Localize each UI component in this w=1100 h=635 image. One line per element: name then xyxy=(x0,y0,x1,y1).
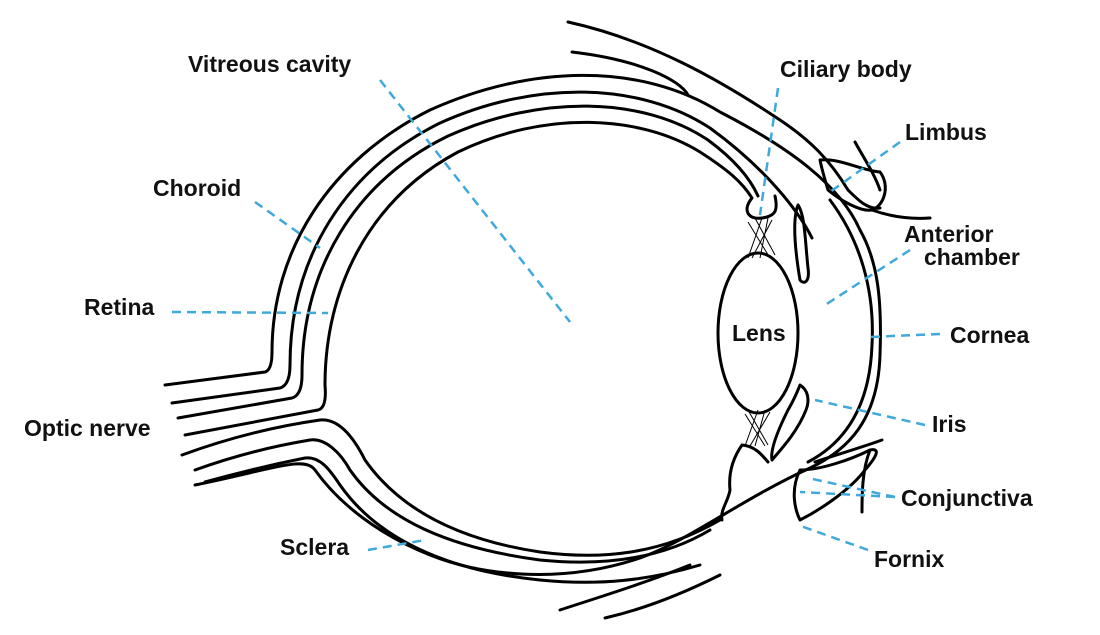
retina-outline xyxy=(183,120,778,437)
ciliary-lower-outline xyxy=(720,443,770,522)
label-ciliary-body: Ciliary body xyxy=(780,56,912,82)
label-sclera: Sclera xyxy=(280,534,350,560)
label-fornix: Fornix xyxy=(874,546,945,572)
leader-iris xyxy=(814,398,926,427)
lower-lid-outer-outline xyxy=(558,563,722,620)
choroid-inner-outline xyxy=(176,104,760,420)
label-cornea: Cornea xyxy=(950,322,1030,348)
leader-conjunctiva-lower xyxy=(799,490,896,499)
label-limbus: Limbus xyxy=(905,119,987,145)
upper-lid-outline xyxy=(566,20,882,210)
leader-sclera xyxy=(367,538,426,552)
leader-retina xyxy=(171,310,329,315)
leader-vitreous-cavity xyxy=(379,79,571,323)
sclera-lower-outline xyxy=(203,456,702,584)
leader-fornix xyxy=(797,523,869,552)
label-retina: Retina xyxy=(84,294,155,320)
label-conjunctiva: Conjunctiva xyxy=(901,485,1033,511)
label-anterior-chamber-line1: Anterior xyxy=(904,221,994,247)
label-optic-nerve: Optic nerve xyxy=(24,415,151,441)
zonule-fibers-lower xyxy=(744,409,771,447)
leader-cornea xyxy=(869,332,941,339)
limbus-tail-outline xyxy=(853,140,932,220)
leader-ciliary-body xyxy=(758,87,780,216)
choroid-outline xyxy=(170,90,814,405)
cornea-outline xyxy=(806,198,874,464)
label-choroid: Choroid xyxy=(153,175,242,201)
iris-upper-outline xyxy=(793,203,810,284)
iris-lower-outline xyxy=(770,383,810,462)
retina-lower-outline xyxy=(193,438,712,564)
optic-nerve-outline xyxy=(180,418,722,557)
zonule-fibers-upper xyxy=(747,217,776,259)
leader-anterior-chamber xyxy=(821,248,911,309)
lens-outline xyxy=(716,251,800,415)
leader-choroid xyxy=(254,200,321,250)
upper-lid-inner-outline xyxy=(570,50,690,97)
leader-limbus xyxy=(829,140,901,194)
label-vitreous-cavity: Vitreous cavity xyxy=(188,51,352,77)
leader-conjunctiva-upper xyxy=(807,476,896,499)
label-anterior-chamber-line2: chamber xyxy=(924,244,1020,270)
label-lens: Lens xyxy=(732,320,786,346)
label-iris: Iris xyxy=(932,411,967,437)
lower-lid-outline xyxy=(813,438,884,514)
